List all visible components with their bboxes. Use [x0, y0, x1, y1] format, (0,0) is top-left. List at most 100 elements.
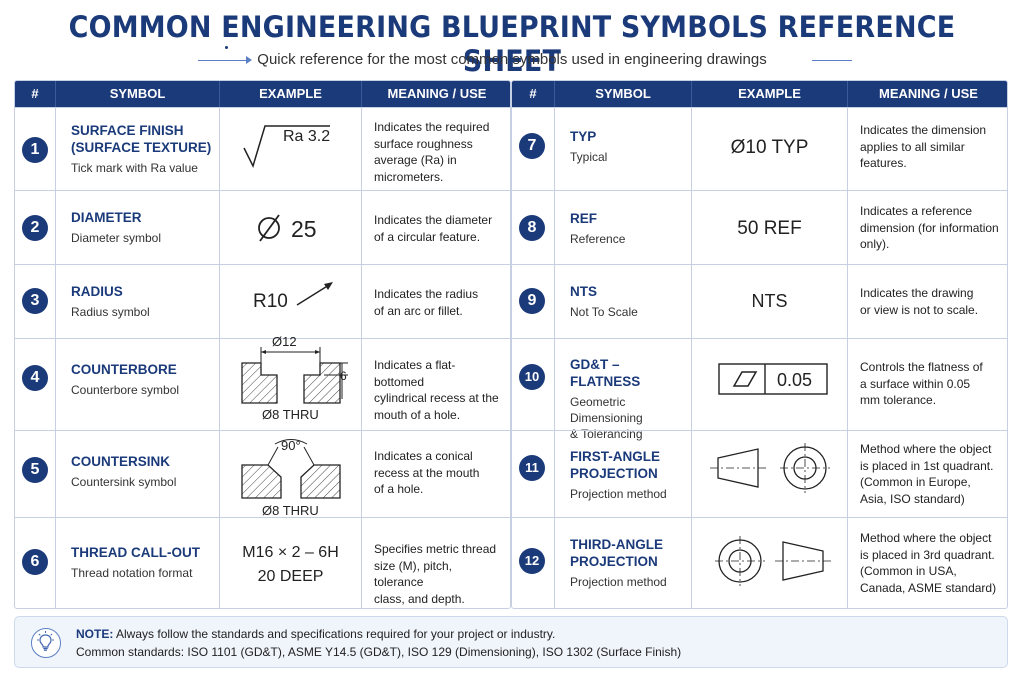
symbol-name: NTS [570, 284, 597, 299]
note-label: NOTE: [76, 627, 114, 641]
symbol-name: THREAD CALL-OUT [71, 545, 200, 560]
example-thread-callout: M16 × 2 – 6H 20 DEEP [219, 518, 361, 608]
subtitle-row: Quick reference for the most common symb… [0, 46, 1024, 70]
symbols-table-left: # SYMBOL EXAMPLE MEANING / USE 1 SURFACE… [14, 80, 511, 609]
symbol-name-line2: (SURFACE TEXTURE) [71, 140, 212, 155]
row-number-badge: 6 [22, 549, 48, 575]
subtitle-rule-right [812, 60, 852, 61]
symbol-description: Projection method [570, 575, 667, 589]
symbol-description: Counterbore symbol [71, 383, 180, 397]
symbol-description: Not To Scale [570, 305, 638, 319]
table-row: 12 THIRD-ANGLE PROJECTION Projection met… [512, 517, 1007, 608]
row-number-badge: 4 [22, 365, 48, 391]
example-dimension-bottom: Ø8 THRU [262, 503, 319, 518]
table-row: 10 GD&T – FLATNESS Geometric Dimensionin… [512, 338, 1007, 441]
table-row: 5 COUNTERSINK Countersink symbol 90° [15, 430, 510, 518]
symbol-name: RADIUS [71, 284, 123, 299]
table-row: 2 DIAMETER Diameter symbol 25 Indicates … [15, 190, 510, 264]
example-dimension-side: 6 [340, 369, 347, 383]
symbol-description: Radius symbol [71, 305, 150, 319]
example-value: Ra 3.2 [283, 128, 331, 145]
subtitle-rule-left [198, 60, 248, 61]
subtitle-arrow-icon [246, 56, 252, 64]
header-example: EXAMPLE [219, 81, 361, 107]
example-value: Ø10 TYP [730, 137, 809, 158]
symbol-description: Projection method [570, 487, 667, 501]
example-ref: 50 REF [691, 191, 847, 264]
header-number: # [31, 86, 39, 101]
note-body: Always follow the standards and specific… [116, 627, 556, 641]
row-number-badge: 5 [22, 457, 48, 483]
symbol-name: REF [570, 211, 597, 226]
table-row: 6 THREAD CALL-OUT Thread notation format… [15, 517, 510, 608]
example-angle: 90° [281, 438, 301, 453]
example-third-angle [691, 518, 847, 608]
example-value: NTS [751, 291, 788, 311]
third-angle-projection-icon [715, 536, 832, 586]
symbol-name: GD&T – FLATNESS [570, 357, 641, 389]
symbol-name-line2: PROJECTION [570, 466, 658, 481]
symbol-description: Countersink symbol [71, 475, 177, 489]
header-meaning: MEANING / USE [361, 81, 510, 107]
symbol-name: COUNTERSINK [71, 454, 171, 469]
row-number-badge: 1 [22, 137, 48, 163]
table-row: 4 COUNTERBORE Counterbore symbol Ø12 6 [15, 334, 510, 430]
header-symbol: SYMBOL [554, 81, 691, 107]
subtitle-dot [225, 46, 228, 49]
row-number-badge: 8 [519, 215, 545, 241]
symbol-name: FIRST-ANGLE [570, 449, 660, 464]
symbol-description: Typical [570, 150, 608, 164]
counterbore-icon [241, 347, 348, 404]
example-value: 50 REF [737, 218, 802, 239]
row-number-badge: 10 [519, 364, 545, 390]
row-number-badge: 9 [519, 288, 545, 314]
symbol-description: Thread notation format [71, 566, 193, 580]
table-header: # SYMBOL EXAMPLE MEANING / USE [15, 81, 510, 107]
symbol-description: Tick mark with Ra value [71, 161, 198, 175]
table-row: 1 SURFACE FINISH (SURFACE TEXTURE) Tick … [15, 107, 510, 190]
note-text: NOTE: Always follow the standards and sp… [76, 627, 555, 641]
table-header: # SYMBOL EXAMPLE MEANING / USE [512, 81, 1007, 107]
symbol-description: Diameter symbol [71, 231, 162, 245]
example-counterbore: Ø12 6 Ø8 THRU [219, 334, 361, 430]
surface-finish-icon [243, 125, 330, 169]
example-dimension-bottom: Ø8 THRU [262, 407, 319, 422]
countersink-icon [241, 439, 341, 499]
symbol-description: Reference [570, 232, 626, 246]
example-value: 25 [291, 216, 317, 242]
symbols-table-right: # SYMBOL EXAMPLE MEANING / USE 7 TYP Typ… [511, 80, 1008, 609]
table-row: 8 REF Reference 50 REF Indicates a refer… [512, 190, 1007, 264]
first-angle-projection-icon [710, 443, 830, 493]
header-example: EXAMPLE [691, 81, 847, 107]
symbol-name: THIRD-ANGLE [570, 537, 663, 552]
symbol-name: SURFACE FINISH [71, 123, 184, 138]
example-value-line2: 20 DEEP [257, 568, 324, 585]
example-countersink: 90° Ø8 THRU [219, 431, 361, 518]
table-row: 3 RADIUS Radius symbol R10 Indicates the… [15, 264, 510, 338]
symbol-name-line2: PROJECTION [570, 554, 658, 569]
example-surface-finish: Ra 3.2 [219, 108, 361, 190]
table-row: 9 NTS Not To Scale NTS Indicates the dra… [512, 264, 1007, 338]
row-number-badge: 2 [22, 215, 48, 241]
example-flatness: 0.05 [691, 339, 847, 430]
example-value: 0.05 [777, 370, 813, 390]
example-nts: NTS [691, 265, 847, 338]
page-title: COMMON ENGINEERING BLUEPRINT SYMBOLS REF… [68, 10, 956, 78]
symbol-name: DIAMETER [71, 210, 142, 225]
header-meaning: MEANING / USE [847, 81, 1007, 107]
note-standards: Common standards: ISO 1101 (GD&T), ASME … [76, 645, 682, 659]
radius-arrow-icon [296, 282, 333, 306]
symbol-name: COUNTERBORE [71, 362, 177, 377]
example-value: M16 × 2 – 6H [242, 544, 339, 561]
